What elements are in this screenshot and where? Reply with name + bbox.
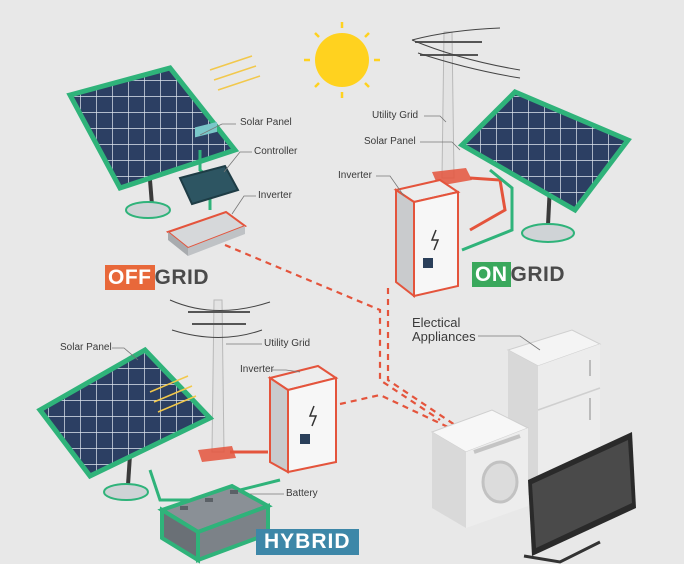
hybrid-leader-lines <box>112 343 301 495</box>
offgrid-leader-lines <box>199 123 256 215</box>
offgrid-controller-label: Controller <box>254 146 298 157</box>
offgrid-sun-rays <box>209 55 261 91</box>
hybrid-solar-panel <box>36 346 215 501</box>
hybrid-title: HYBRID <box>256 529 359 555</box>
ongrid-utility-grid-label: Utility Grid <box>372 110 419 121</box>
hybrid-battery-label: Battery <box>286 488 318 499</box>
offgrid-title-rest: GRID <box>154 266 209 289</box>
offgrid-inverter-label: Inverter <box>258 190 292 201</box>
hybrid-sun-rays <box>149 375 197 413</box>
hybrid-utility-grid-label: Utility Grid <box>264 338 311 349</box>
appliances-label: Electical Appliances <box>412 315 476 344</box>
battery-icon <box>157 483 273 564</box>
offgrid-solar-panel <box>66 65 240 219</box>
ongrid-inverter <box>393 178 461 299</box>
appliances-leader-line <box>478 335 541 351</box>
hybrid-solar-panel-label: Solar Panel <box>60 342 112 353</box>
ongrid-title-rest: GRID <box>510 263 565 286</box>
ongrid-solar-panel-label: Solar Panel <box>364 136 416 147</box>
offgrid-title-highlight: OFF <box>105 265 155 290</box>
ongrid-inverter-label: Inverter <box>338 170 372 181</box>
hybrid-inverter <box>267 364 339 474</box>
ongrid-wires <box>469 176 507 232</box>
sun-icon <box>304 22 380 98</box>
ongrid-leader-lines <box>376 115 461 197</box>
hybrid-inverter-label: Inverter <box>240 364 274 375</box>
offgrid-solar-panel-label: Solar Panel <box>240 117 292 128</box>
offgrid-controller <box>178 121 240 206</box>
ongrid-solar-panel <box>457 89 632 243</box>
ongrid-title-highlight: ON <box>472 262 511 287</box>
washing-machine <box>430 409 530 528</box>
dashed-power-lines <box>224 243 456 429</box>
ongrid-green-wire <box>461 168 514 252</box>
television <box>523 432 636 564</box>
offgrid-inverter <box>165 210 248 256</box>
hybrid-utility-pole <box>169 299 271 462</box>
